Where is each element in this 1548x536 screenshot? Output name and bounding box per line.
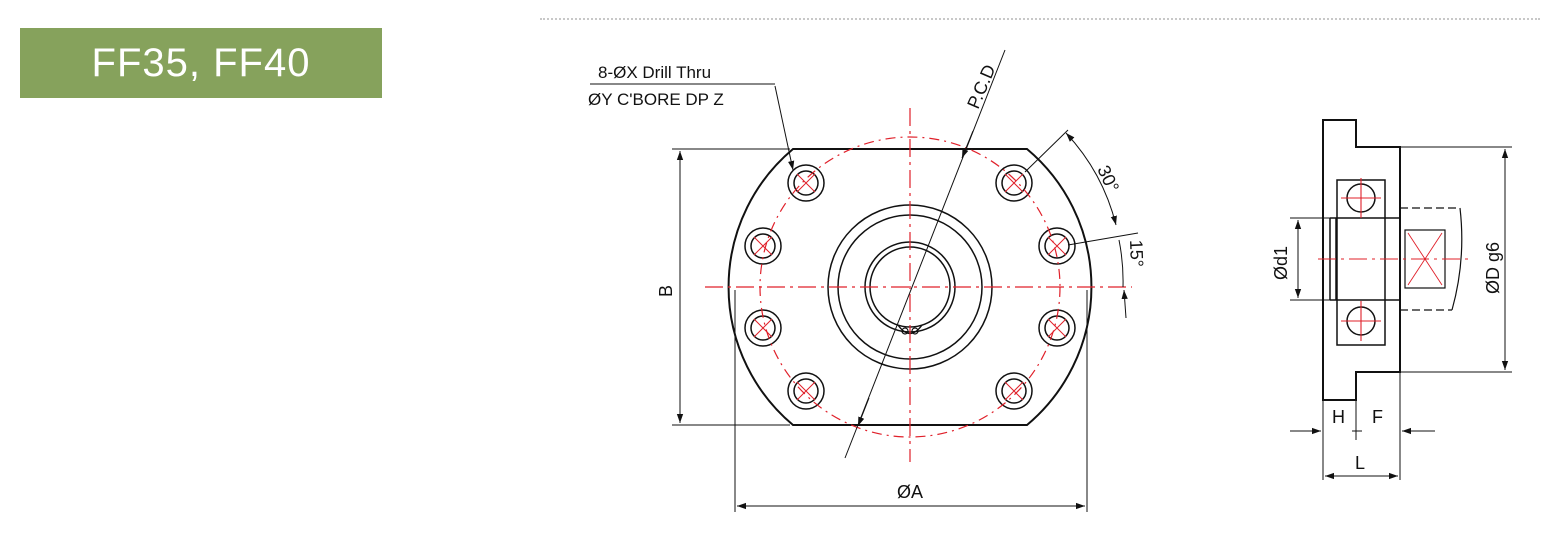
badge-arrow [362,46,382,80]
side-view [1322,119,1463,401]
pcd-leader [844,49,1006,459]
bolt-hole [787,164,825,202]
hole-note-leader [774,85,795,171]
angle-arc-15 [1118,239,1124,288]
bolt-hole [995,372,1033,410]
front-centerlines [705,108,1132,462]
model-title: FF35, FF40 [91,41,311,85]
height-label: B [656,285,676,297]
ring-hole-right [911,327,919,335]
angle-arc-30 [1065,132,1117,226]
model-badge-shape [20,28,382,98]
front-dimensions [590,49,1139,512]
hole-crosses [753,173,1067,401]
model-badge [20,28,382,98]
angle-label-30: 30° [1093,162,1123,195]
h-label: H [1332,407,1345,427]
side-outline [1322,119,1401,401]
l-label: L [1355,453,1365,473]
inner-diameter-label: Ød1 [1271,246,1291,280]
hole-note-line1: 8-ØX Drill Thru [598,63,711,82]
width-label: ØA [897,482,923,502]
ring-hole-left [901,327,909,335]
top-divider [540,18,1540,20]
outer-diameter-label: ØD g6 [1483,242,1503,294]
f-label: F [1372,407,1383,427]
hole-note-line2: ØY C'BORE DP Z [588,90,724,109]
side-centerlines [1318,178,1470,341]
pcd-label: P.C.D [963,62,999,112]
angle-label-15: 15° [1126,239,1147,267]
flange-outline [727,148,1093,426]
side-dimensions [1290,146,1512,480]
bolt-hole [995,164,1033,202]
bolt-hole [787,372,825,410]
bolt-hole [1038,227,1076,265]
